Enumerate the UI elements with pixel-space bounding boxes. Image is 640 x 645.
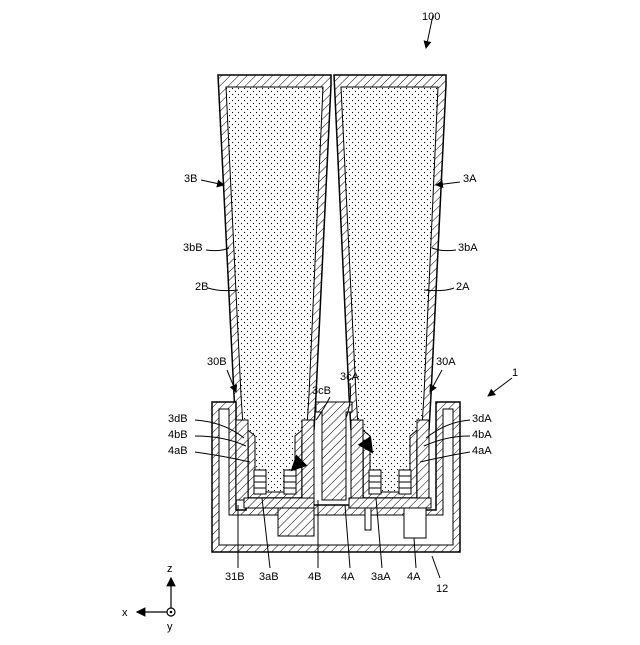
label-4ab: 4aB <box>168 445 188 457</box>
axis-z-label: z <box>167 563 173 575</box>
block-4a <box>404 508 426 538</box>
label-4a-left: 4A <box>341 571 355 583</box>
label-3bb: 3bB <box>183 242 203 254</box>
label-3a: 3A <box>463 173 477 185</box>
label-4bb: 4bB <box>168 429 188 441</box>
label-3aa: 3aA <box>371 571 391 583</box>
label-3da: 3dA <box>472 413 492 425</box>
label-2b: 2B <box>195 281 208 293</box>
axes-indicator: z x y <box>122 563 175 633</box>
label-3ca: 3cA <box>340 371 360 383</box>
label-4b: 4B <box>308 571 321 583</box>
label-31b: 31B <box>225 571 245 583</box>
label-figure: 100 <box>422 11 440 23</box>
label-12: 12 <box>436 583 448 595</box>
label-2a: 2A <box>456 281 470 293</box>
label-4a-right: 4A <box>407 571 421 583</box>
label-3cb: 3cB <box>312 385 331 397</box>
label-30a: 30A <box>436 356 456 368</box>
label-30b: 30B <box>207 356 227 368</box>
pin-4a <box>365 508 371 530</box>
axis-x-label: x <box>122 607 128 619</box>
label-4ba: 4bA <box>472 429 492 441</box>
axis-y-label: y <box>167 621 173 633</box>
label-3db: 3dB <box>168 413 188 425</box>
label-4aa: 4aA <box>472 445 492 457</box>
label-assembly: 1 <box>512 367 518 379</box>
label-3ab: 3aB <box>259 571 279 583</box>
label-3ba: 3bA <box>458 242 478 254</box>
label-3b: 3B <box>184 173 197 185</box>
